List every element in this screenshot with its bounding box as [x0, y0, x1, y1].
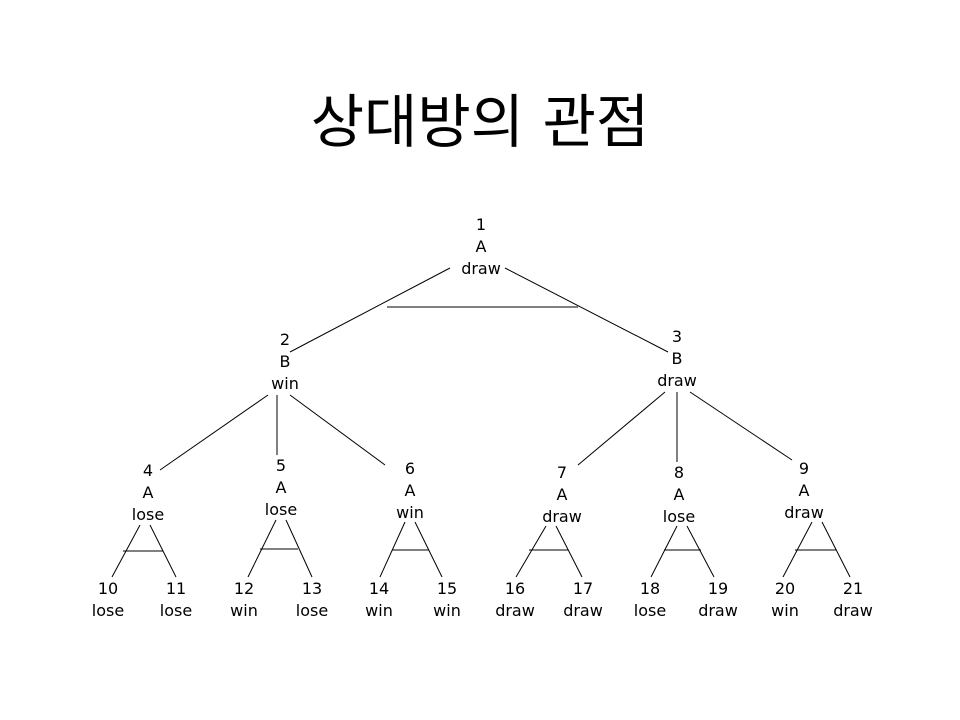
node-result: draw [542, 507, 582, 526]
leaf-result: lose [159, 601, 193, 620]
node-number: 6 [404, 459, 416, 478]
node-4: 4 A lose [132, 460, 164, 526]
node-number: 9 [798, 459, 810, 478]
leaf-result: draw [698, 601, 738, 620]
edge-8-19 [686, 525, 715, 578]
node-player: A [556, 485, 568, 504]
node-number: 7 [556, 463, 568, 482]
leaf-14: 14 win [365, 578, 393, 622]
node-5: 5 A lose [265, 455, 297, 521]
leaf-result: draw [495, 601, 535, 620]
leaf-19: 19 draw [698, 578, 738, 622]
node-2: 2 B win [271, 329, 299, 395]
node-player: A [798, 481, 810, 500]
edge-2-4 [159, 394, 269, 471]
leaf-result: win [230, 601, 258, 620]
leaf-21: 21 draw [833, 578, 873, 622]
node-result: lose [662, 507, 696, 526]
leaf-result: win [771, 601, 799, 620]
node-player: A [404, 481, 416, 500]
leaf-11: 11 lose [160, 578, 192, 622]
node-result: draw [784, 503, 824, 522]
edge-1-2 [289, 267, 451, 353]
leaf-10: 10 lose [92, 578, 124, 622]
node-6: 6 A win [396, 458, 424, 524]
leaf-number: 14 [368, 579, 390, 598]
edge-3-7 [577, 391, 666, 466]
node-player: A [275, 478, 287, 497]
leaf-20: 20 win [771, 578, 799, 622]
leaf-number: 12 [233, 579, 255, 598]
node-player: A [475, 237, 487, 256]
leaf-result: draw [563, 601, 603, 620]
leaf-number: 18 [639, 579, 661, 598]
leaf-number: 10 [97, 579, 119, 598]
leaf-number: 13 [301, 579, 323, 598]
edge-7-16 [515, 525, 547, 578]
leaf-number: 19 [707, 579, 729, 598]
page-title: 상대방의 관점 [310, 88, 650, 156]
edge-7-17 [555, 525, 583, 578]
leaf-result: win [433, 601, 461, 620]
node-number: 8 [673, 463, 685, 482]
leaf-15: 15 win [433, 578, 461, 622]
leaf-18: 18 lose [634, 578, 666, 622]
node-number: 3 [671, 327, 683, 346]
leaf-number: 21 [842, 579, 864, 598]
edge-8-18 [650, 525, 678, 578]
leaf-13: 13 lose [296, 578, 328, 622]
node-result: win [271, 374, 299, 393]
leaf-result: win [365, 601, 393, 620]
leaf-result: draw [833, 601, 873, 620]
edge-2-6 [289, 394, 386, 466]
node-number: 5 [275, 456, 287, 475]
leaf-number: 16 [504, 579, 526, 598]
leaf-16: 16 draw [495, 578, 535, 622]
node-player: A [142, 483, 154, 502]
node-result: lose [131, 505, 165, 524]
leaf-number: 20 [774, 579, 796, 598]
node-3: 3 B draw [657, 326, 697, 392]
node-result: draw [461, 259, 501, 278]
leaf-12: 12 win [230, 578, 258, 622]
node-8: 8 A lose [663, 462, 695, 528]
edge-5-13 [285, 519, 313, 578]
node-number: 2 [279, 330, 291, 349]
node-1: 1 A draw [461, 214, 501, 280]
leaf-result: lose [91, 601, 125, 620]
node-number: 1 [475, 215, 487, 234]
node-number: 4 [142, 461, 154, 480]
leaf-result: lose [295, 601, 329, 620]
node-result: draw [657, 371, 697, 390]
leaf-result: lose [633, 601, 667, 620]
node-result: lose [264, 500, 298, 519]
edge-3-9 [689, 391, 793, 461]
leaf-number: 17 [572, 579, 594, 598]
node-result: win [396, 503, 424, 522]
leaf-17: 17 draw [563, 578, 603, 622]
edge-1-3 [504, 267, 669, 353]
leaf-number: 15 [436, 579, 458, 598]
node-player: B [279, 352, 291, 371]
node-9: 9 A draw [784, 458, 824, 524]
leaf-number: 11 [165, 579, 187, 598]
node-player: B [671, 349, 683, 368]
node-player: A [673, 485, 685, 504]
node-7: 7 A draw [542, 462, 582, 528]
